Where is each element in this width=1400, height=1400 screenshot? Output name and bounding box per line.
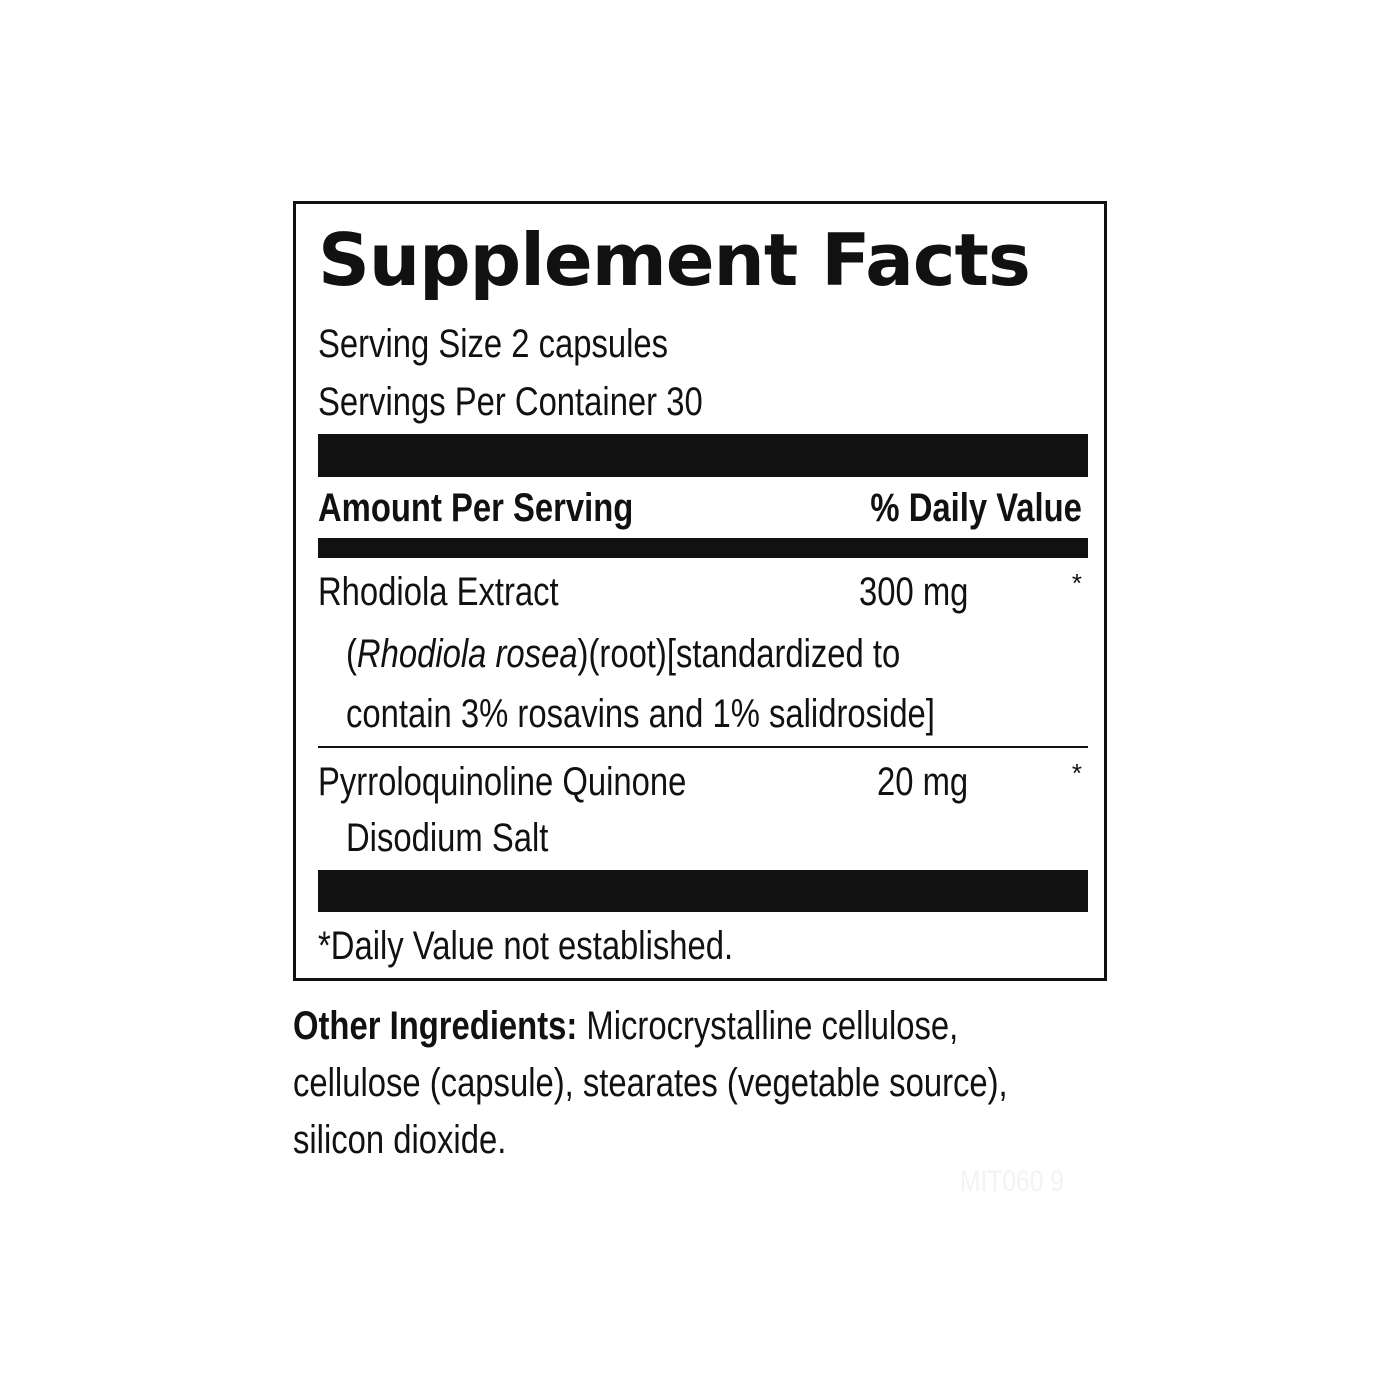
- other-ingredients-line1: Other Ingredients: Microcrystalline cell…: [293, 998, 1080, 1055]
- ingredient-daily-value-rhodiola: *: [1071, 568, 1082, 598]
- supplement-facts-panel: Supplement Facts Serving Size 2 capsules…: [293, 201, 1107, 981]
- ingredient-amount-rhodiola: 300 mg: [858, 570, 968, 614]
- ingredient-detail-rhodiola-line2: contain 3% rosavins and 1% salidroside]: [346, 692, 935, 736]
- other-ingredients-label: Other Ingredients:: [293, 1004, 578, 1048]
- medium-divider: [318, 538, 1088, 558]
- other-ingredients-line3: silicon dioxide.: [293, 1118, 507, 1162]
- product-code: MIT060 9: [960, 1165, 1064, 1198]
- thick-divider-bottom: [318, 870, 1088, 912]
- other-ingredients-text1: Microcrystalline cellulose,: [577, 1004, 959, 1048]
- supplement-facts-title: Supplement Facts: [318, 218, 1031, 302]
- ingredient-detail-rhodiola: (Rhodiola rosea)(root)[standardized to: [346, 630, 900, 678]
- header-amount-per-serving: Amount Per Serving: [318, 486, 634, 530]
- supplement-facts-content: Supplement Facts Serving Size 2 capsules…: [318, 204, 1088, 978]
- servings-per-container: Servings Per Container 30: [318, 380, 703, 424]
- header-daily-value: % Daily Value: [870, 486, 1082, 530]
- detail-open-paren: (: [346, 632, 357, 676]
- thin-divider: [318, 746, 1088, 748]
- ingredient-amount-pqq: 20 mg: [876, 760, 968, 804]
- serving-size: Serving Size 2 capsules: [318, 322, 669, 366]
- other-ingredients: Other Ingredients: Microcrystalline cell…: [293, 998, 1080, 1169]
- ingredient-name-pqq: Pyrroloquinoline Quinone: [318, 760, 687, 804]
- ingredient-name-pqq-line2: Disodium Salt: [346, 816, 549, 860]
- detail-rest: )(root)[standardized to: [577, 632, 901, 676]
- other-ingredients-line2: cellulose (capsule), stearates (vegetabl…: [293, 1061, 1008, 1105]
- botanical-name: Rhodiola rosea: [356, 632, 578, 676]
- thick-divider-top: [318, 434, 1088, 477]
- daily-value-footnote: *Daily Value not established.: [318, 924, 734, 968]
- ingredient-daily-value-pqq: *: [1071, 758, 1082, 788]
- ingredient-name-rhodiola: Rhodiola Extract: [318, 570, 559, 614]
